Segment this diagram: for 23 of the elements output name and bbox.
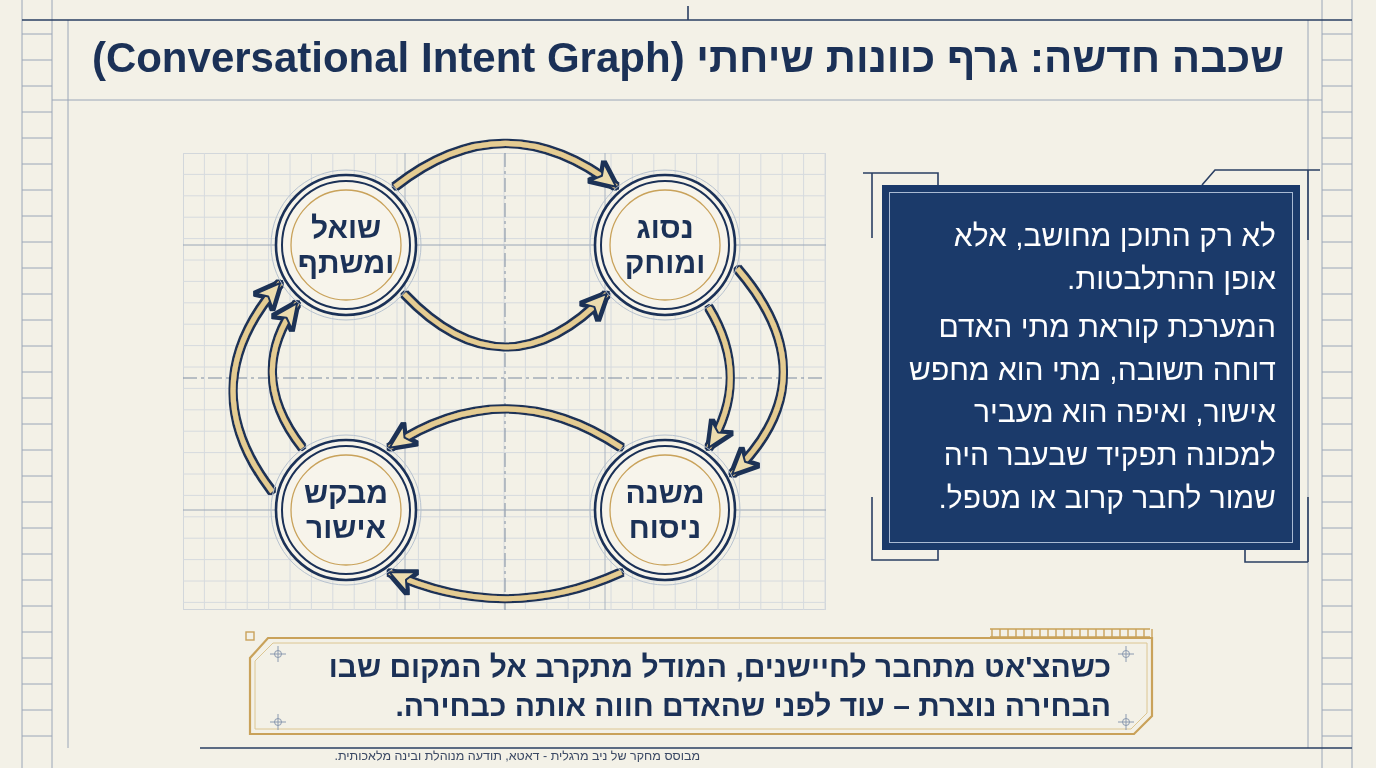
curved-arrow: [393, 141, 618, 189]
curved-arrow: [402, 292, 609, 350]
node-label: מבקש אישור: [302, 474, 390, 546]
node-label: שואל ומשתף: [296, 209, 396, 281]
curved-arrow: [388, 570, 623, 602]
title: שכבה חדשה: גרף כוונות שיחתי (Conversational Intent Graph): [90, 33, 1286, 83]
node-label: נסוג ומוחק: [623, 209, 707, 281]
state-circle: [589, 434, 741, 586]
curved-arrow: [269, 301, 305, 450]
node-label: משנה ניסוח: [624, 474, 706, 546]
text-panel: [882, 185, 1300, 550]
quote-text: כשהצ'אט מתחבר לחיישנים, המודל מתקרב אל המקום שבו הבחירה נוצרת – עוד לפני שהאדם חווה אותה כבחירה.: [327, 649, 1111, 724]
source-note: מבוסס מחקר של ניב מרגלית - דאטא, תודעה מנוהלת ובינה מלאכותית.: [334, 750, 700, 764]
quote-frame: [248, 636, 1154, 736]
state-circle: [589, 169, 741, 321]
state-circle: [270, 169, 422, 321]
curved-arrow: [706, 306, 733, 449]
panel-text: המערכת קוראת מתי האדם דוחה תשובה, מתי הוא מחפש אישור, ואיפה הוא מעביר למכונה תפקיד שבעבר היה שמור לחבר קרוב או מטפל.: [908, 309, 1276, 516]
panel-text: לא רק התוכן מחושב, אלא אופן ההתלבטות.: [952, 218, 1276, 297]
state-circle: [270, 434, 422, 586]
curved-arrow: [230, 281, 283, 494]
curved-arrow: [388, 406, 623, 450]
curved-arrow: [730, 266, 786, 477]
